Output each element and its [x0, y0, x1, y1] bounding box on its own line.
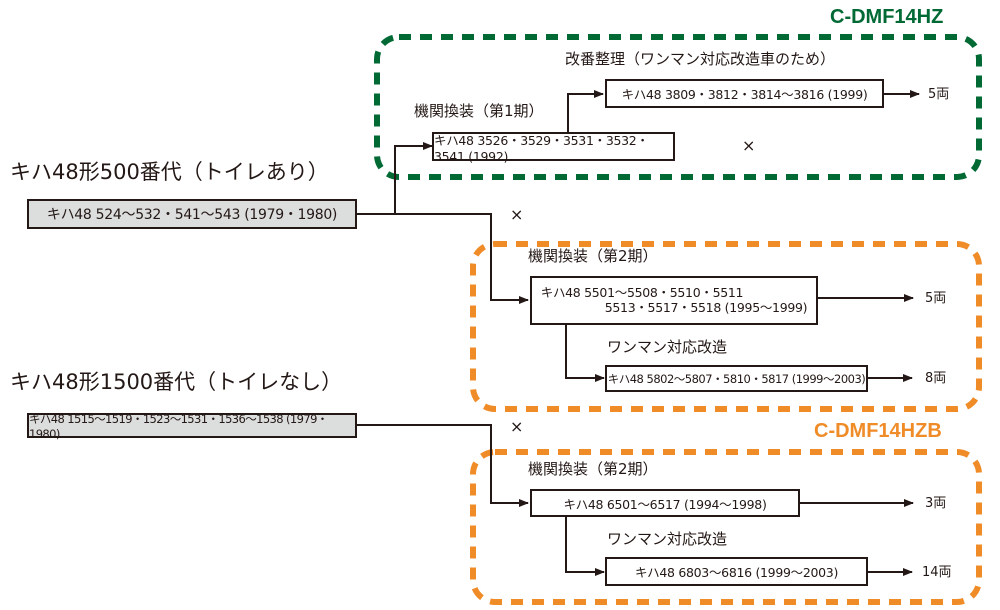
source-title-500: キハ48形500番代（トイレあり）: [10, 160, 329, 184]
step-label-one-man-a: ワンマン対応改造: [607, 338, 728, 356]
box-6500-text: キハ48 6501〜6517 (1994〜1998): [563, 496, 767, 512]
connector-6500-to-6800: [565, 515, 605, 576]
count-6500: 3両: [925, 496, 947, 511]
count-3800: 5両: [928, 87, 950, 102]
box-5800: キハ48 5802〜5807・5810・5817 (1999〜2003): [605, 365, 868, 392]
box-3500-text: キハ48 3526・3529・3531・3532・3541 (1992): [434, 132, 649, 164]
step-label-one-man-b: ワンマン対応改造: [607, 530, 728, 548]
scrapped-mark-500: ×: [510, 205, 524, 224]
count-6800: 14両: [922, 565, 952, 580]
scrapped-mark-1500: ×: [510, 417, 524, 436]
connector-1500-to-6500: [357, 424, 529, 507]
box-5500-text-line1: キハ48 5501〜5508・5510・5511: [540, 285, 744, 301]
group-name-c-dmf14hz: C-DMF14HZ: [830, 6, 944, 28]
group-name-c-dmf14hzb: C-DMF14HZB: [814, 420, 942, 442]
box-6500: キハ48 6501〜6517 (1994〜1998): [530, 489, 800, 517]
box-5500: キハ48 5501〜5508・5510・5511 5513・5517・5518 …: [530, 276, 818, 325]
count-5800: 8両: [925, 371, 947, 386]
box-3800: キハ48 3809・3812・3814〜3816 (1999): [605, 79, 884, 108]
scrapped-mark-3500: ×: [742, 136, 756, 155]
step-label-engine-swap-1: 機関換装（第1期）: [414, 102, 544, 120]
box-3500: キハ48 3526・3529・3531・3532・3541 (1992): [432, 132, 675, 164]
box-5800-text: キハ48 5802〜5807・5810・5817 (1999〜2003): [607, 371, 866, 386]
connector-500-to-3500: [357, 142, 433, 215]
box-6800-text: キハ48 6803〜6816 (1999〜2003): [634, 565, 839, 580]
source-title-1500: キハ48形1500番代（トイレなし）: [10, 370, 343, 394]
step-label-engine-swap-2b: 機関換装（第2期）: [528, 460, 658, 478]
group-frame-c-dmf14hzb: [470, 449, 982, 605]
box-3800-text: キハ48 3809・3812・3814〜3816 (1999): [621, 87, 868, 102]
box-6800: キハ48 6803〜6816 (1999〜2003): [605, 557, 868, 586]
connector-5500-to-5800: [565, 325, 605, 382]
count-5500: 5両: [925, 291, 947, 306]
connector-3500-to-3800: [567, 90, 604, 132]
source-box-1500-text: キハ48 1515〜1519・1523〜1531・1536〜1538 (1979…: [29, 411, 328, 441]
box-5500-text-line2: 5513・5517・5518 (1995〜1999): [604, 299, 808, 315]
source-box-500-text: キハ48 524〜532・541〜543 (1979・1980): [46, 207, 338, 223]
connector-500-to-5500: [395, 213, 529, 304]
step-label-engine-swap-2a: 機関換装（第2期）: [528, 247, 658, 265]
source-box-500: キハ48 524〜532・541〜543 (1979・1980): [27, 199, 357, 229]
step-label-renumber: 改番整理（ワンマン対応改造車のため）: [565, 50, 836, 68]
group-frame-orange-upper: [470, 241, 982, 412]
source-box-1500: キハ48 1515〜1519・1523〜1531・1536〜1538 (1979…: [27, 411, 357, 441]
group-frame-c-dmf14hz: [374, 34, 982, 180]
